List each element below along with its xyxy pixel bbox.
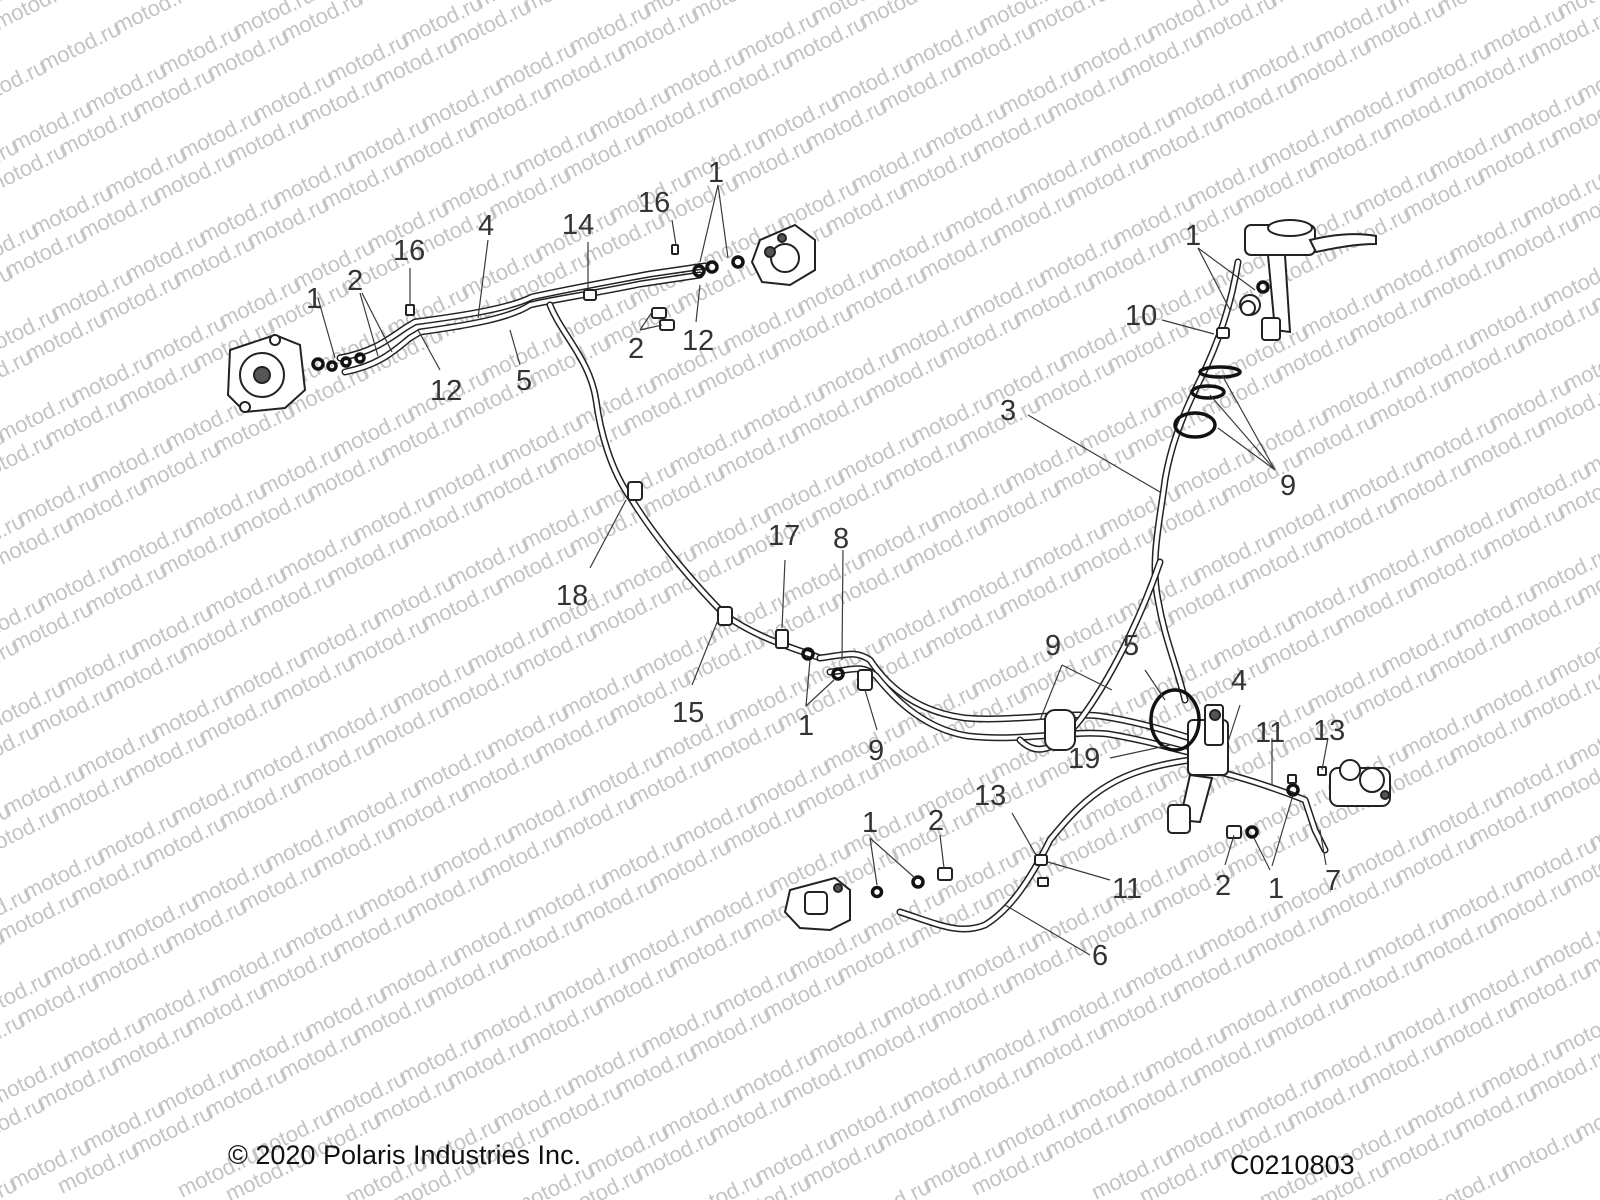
callout-c26: 11 <box>1255 717 1285 749</box>
callout-c21: 9 <box>868 735 884 767</box>
callout-c14: 3 <box>1000 395 1016 427</box>
callout-c19: 15 <box>672 697 704 729</box>
callout-c7: 1 <box>708 157 724 189</box>
callout-c24: 4 <box>1231 665 1247 697</box>
watermark-text: motod.ru <box>351 0 440 8</box>
watermark-text: motod.ru <box>855 0 944 32</box>
callout-c27: 13 <box>1313 715 1345 747</box>
watermark-text: motod.ru <box>1423 1160 1512 1200</box>
rear-left-caliper <box>783 876 851 932</box>
callout-c28: 13 <box>974 780 1006 812</box>
watermark-text: motod.ru <box>109 0 198 38</box>
callout-c15: 9 <box>1280 470 1296 502</box>
callout-c10: 2 <box>628 333 644 365</box>
callout-c6: 16 <box>638 187 670 219</box>
callout-c5: 14 <box>562 209 594 241</box>
callout-c20: 1 <box>798 710 814 742</box>
callout-c18: 8 <box>833 523 849 555</box>
drawing-code: C0210803 <box>1230 1150 1355 1180</box>
callout-c17: 17 <box>768 520 800 552</box>
callout-c33: 1 <box>1268 873 1284 905</box>
callout-labels: 1 2 16 4 14 16 1 12 5 2 12 1 10 3 9 18 1… <box>306 157 1345 972</box>
watermark-text: motod.ru <box>1497 1122 1586 1183</box>
callout-c22: 9 <box>1045 630 1061 662</box>
front-left-caliper <box>226 333 307 414</box>
callout-c9: 5 <box>516 365 532 397</box>
watermark-text: motod.ru <box>35 16 124 77</box>
callout-c11: 12 <box>682 325 714 357</box>
watermark-text: motod.ru <box>687 0 776 24</box>
callout-c4: 4 <box>478 210 494 242</box>
callout-c8: 12 <box>430 375 462 407</box>
watermark-text: motod.ru <box>0 0 78 34</box>
proportioning-valve <box>1167 704 1229 834</box>
watermark-text: motod.ru <box>1265 0 1354 10</box>
callout-c25: 19 <box>1068 743 1100 775</box>
callout-c12: 1 <box>1185 220 1201 252</box>
callout-c31: 11 <box>1112 873 1142 905</box>
callout-c3: 16 <box>393 235 425 267</box>
rear-right-caliper <box>1329 759 1391 807</box>
front-right-caliper <box>750 223 816 287</box>
watermark-text: motod.ru <box>1433 0 1522 18</box>
callout-c29: 1 <box>862 807 878 839</box>
callout-c1: 1 <box>306 283 322 315</box>
callout-c13: 10 <box>1125 300 1157 332</box>
callout-c2: 2 <box>347 265 363 297</box>
watermark-text: motod.ru <box>519 0 608 16</box>
callout-c32: 2 <box>1215 870 1231 902</box>
callout-c35: 6 <box>1092 940 1108 972</box>
callout-c16: 18 <box>556 580 588 612</box>
callout-c34: 7 <box>1325 865 1341 897</box>
copyright-notice: © 2020 Polaris Industries Inc. <box>228 1140 582 1170</box>
fittings <box>311 244 1327 899</box>
callout-c30: 2 <box>928 805 944 837</box>
callout-c23: 5 <box>1123 630 1139 662</box>
master-cylinder <box>1239 219 1377 341</box>
leader-lines <box>317 184 1329 956</box>
